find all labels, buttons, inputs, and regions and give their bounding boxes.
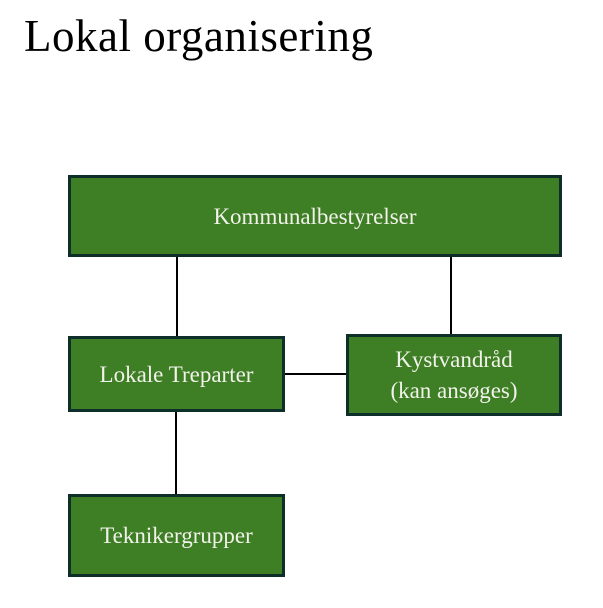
node-kystvandraad-label-line1: Kystvandråd (395, 347, 513, 372)
connector-kommunalbestyrelser-kystvandraad (450, 257, 452, 334)
connector-treparter-kystvandraad (285, 373, 346, 375)
node-kommunalbestyrelser: Kommunalbestyrelser (68, 175, 562, 257)
node-kystvandraad-label-line2: (kan ansøges) (390, 378, 518, 403)
node-lokale-treparter-label: Lokale Treparter (99, 361, 254, 387)
node-teknikergrupper: Teknikergrupper (68, 494, 285, 577)
page-title: Lokal organisering (24, 11, 374, 61)
node-kommunalbestyrelser-label: Kommunalbestyrelser (213, 203, 417, 229)
connector-kommunalbestyrelser-treparter (176, 257, 178, 336)
node-lokale-treparter: Lokale Treparter (68, 336, 285, 412)
node-teknikergrupper-label: Teknikergrupper (100, 523, 253, 548)
node-kystvandraad: Kystvandråd (kan ansøges) (346, 334, 562, 416)
connector-treparter-teknikergrupper (175, 412, 177, 494)
